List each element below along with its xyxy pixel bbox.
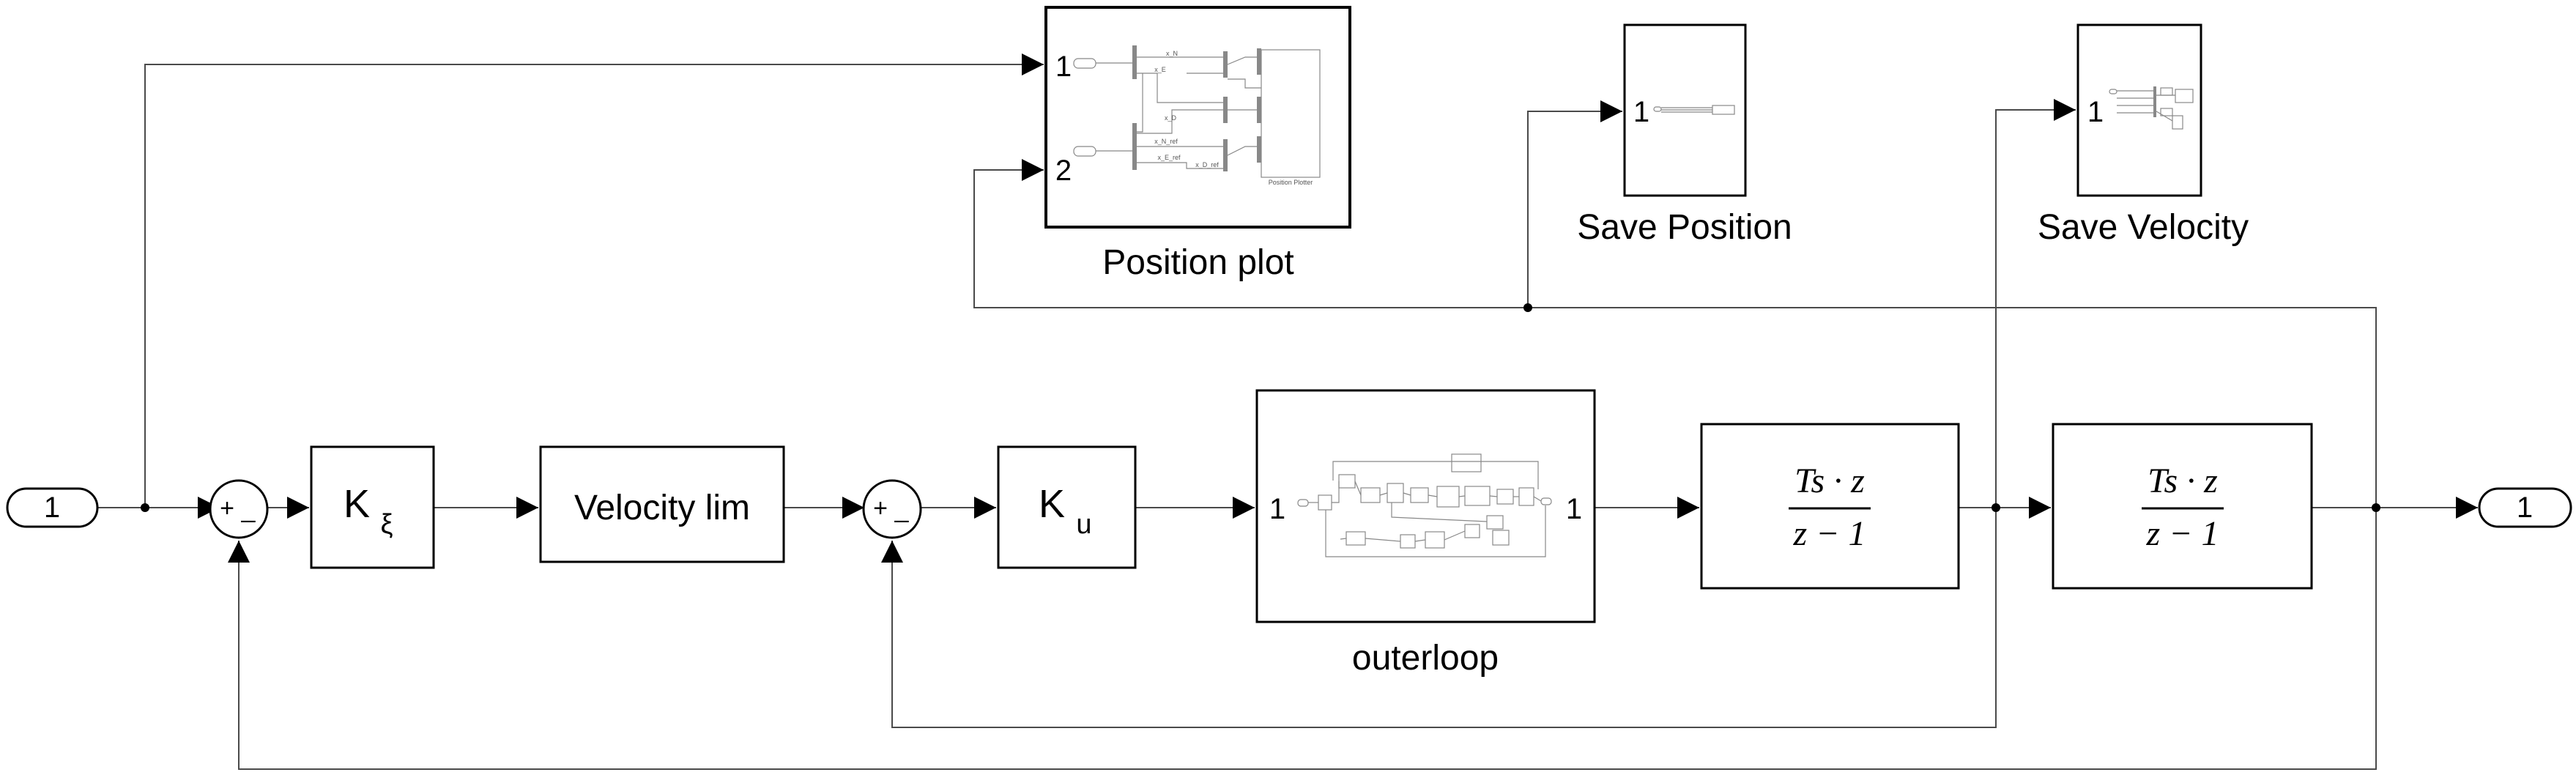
sum1-minus-sign: _: [241, 495, 256, 523]
wire-position-feedback: [228, 508, 2377, 770]
gain-kxi-block[interactable]: K ξ: [310, 445, 435, 569]
velocity-lim-block[interactable]: Velocity lim: [539, 445, 785, 563]
gain-kxi-base: K: [344, 482, 370, 526]
save-position-port: 1: [1633, 96, 1649, 128]
position-plot-subsystem[interactable]: 1 2 Position plot: [1044, 6, 1351, 282]
sum2-plus-sign: +: [873, 494, 888, 522]
wire-velocity-feedback: [881, 508, 1997, 728]
outerloop-preview: [1297, 453, 1552, 557]
save-velocity-preview: [2109, 86, 2194, 130]
outerloop-in-port: 1: [1269, 493, 1285, 525]
position-plot-signal-label: x_E_ref: [1157, 154, 1181, 161]
sum1-block[interactable]: + _: [209, 479, 269, 539]
junction-dot: [1523, 303, 1532, 312]
wire-to-save-velocity: [1995, 99, 2076, 508]
position-plot-signal-label: x_D_ref: [1195, 161, 1219, 168]
velocity-lim-label: Velocity lim: [574, 489, 750, 527]
position-plot-signal-label: x_N_ref: [1154, 138, 1178, 145]
position-plotter-label: Position Plotter: [1269, 179, 1313, 186]
sum2-block[interactable]: + _: [862, 479, 922, 539]
outport-block[interactable]: 1: [2478, 487, 2572, 528]
position-plot-name: Position plot: [1102, 243, 1294, 282]
position-plot-port1: 1: [1055, 51, 1072, 83]
position-plot-port2: 2: [1055, 155, 1072, 187]
position-plot-signal-label: x_D: [1165, 114, 1177, 122]
position-plot-signal-label: x_E: [1154, 66, 1166, 73]
save-position-block[interactable]: 1 Save Position: [1577, 23, 1792, 247]
gain-ku-base: K: [1039, 482, 1065, 526]
save-velocity-port: 1: [2087, 96, 2104, 128]
save-position-preview: [1653, 105, 1735, 115]
integrator1-block[interactable]: Ts · z z − 1: [1700, 423, 1960, 590]
signal-lines: [97, 53, 2478, 770]
position-plot-preview: x_N x_E x_D x_N_ref x_E_ref x_D_ref Posi…: [1073, 45, 1321, 186]
outport-label: 1: [2517, 492, 2533, 524]
sum1-plus-sign: +: [220, 494, 234, 522]
integrator2-numerator: Ts · z: [2148, 461, 2218, 500]
sum2-minus-sign: _: [894, 495, 910, 523]
integrator2-block[interactable]: Ts · z z − 1: [2052, 423, 2313, 590]
wire-to-save-position: [1527, 100, 1622, 308]
outerloop-name: outerloop: [1352, 639, 1499, 678]
save-velocity-block[interactable]: 1 Save Velocity: [2038, 23, 2249, 247]
integrator1-denominator: z − 1: [1792, 514, 1866, 553]
save-position-name: Save Position: [1577, 208, 1792, 247]
inport-block[interactable]: 1: [6, 487, 99, 528]
save-velocity-name: Save Velocity: [2038, 208, 2249, 247]
wire-ref-to-position-plot: [144, 53, 1044, 508]
position-plot-signal-label: x_N: [1166, 50, 1178, 57]
wire-position-to-plot-port2: [973, 159, 2377, 508]
junction-dot: [1992, 503, 2000, 512]
integrator2-denominator: z − 1: [2145, 514, 2219, 553]
outerloop-subsystem[interactable]: 1 1 outerloop: [1255, 389, 1596, 678]
outerloop-out-port: 1: [1566, 493, 1582, 525]
gain-kxi-subscript: ξ: [380, 509, 393, 540]
gain-ku-subscript: u: [1076, 509, 1091, 540]
junction-dot: [2372, 503, 2380, 512]
junction-dot: [141, 503, 149, 512]
inport-label: 1: [44, 492, 60, 524]
integrator1-numerator: Ts · z: [1794, 461, 1865, 500]
gain-ku-block[interactable]: K u: [997, 445, 1137, 569]
